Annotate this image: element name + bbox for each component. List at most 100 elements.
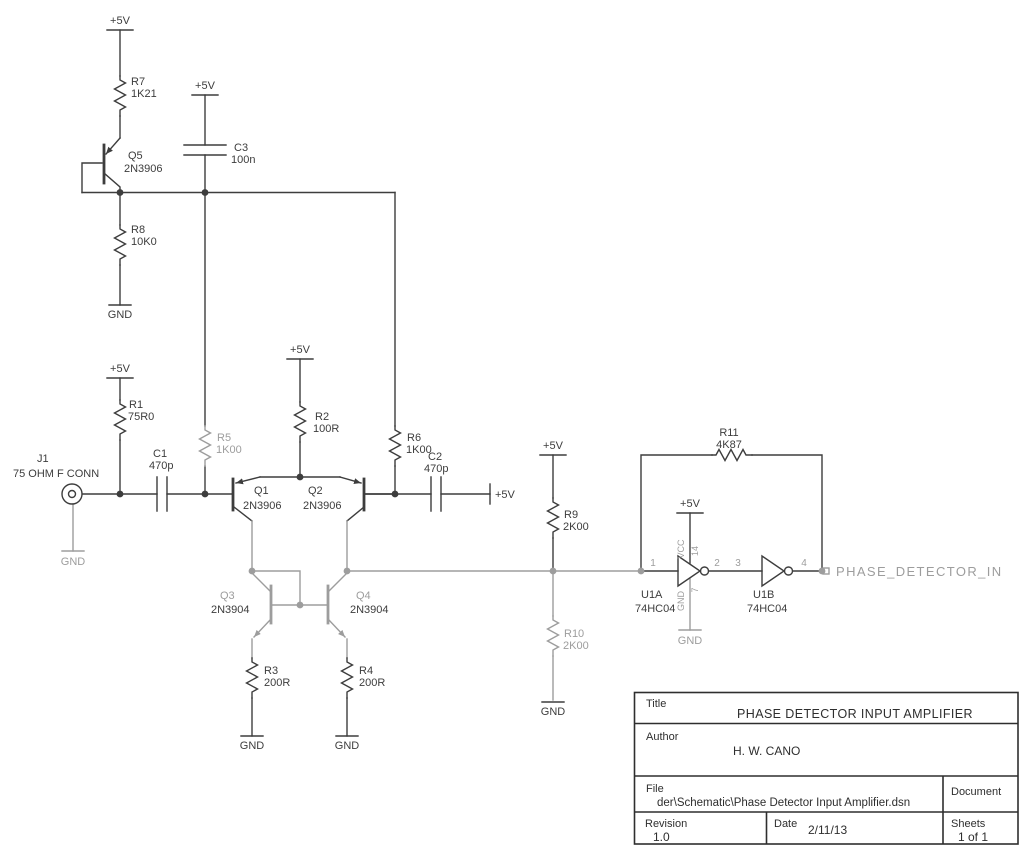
r2-ref: R2 xyxy=(315,411,329,423)
r9-ref: R9 xyxy=(564,509,578,521)
resistor-r2 xyxy=(293,401,307,443)
net-label-phase-detector-in: PHASE_DETECTOR_IN xyxy=(836,564,1003,579)
u1a-vcc-label: VCC xyxy=(676,539,686,559)
pin-labels: 1 2 3 4 VCC 14 GND 7 PHASE_DETECTOR_IN xyxy=(650,539,1003,612)
feedback-wire xyxy=(640,454,713,572)
q5-emitter xyxy=(105,137,121,155)
power-label: +5V xyxy=(195,80,216,92)
q1-ref: Q1 xyxy=(254,485,269,497)
junction-dot xyxy=(201,189,209,196)
u1a-pin-in: 1 xyxy=(650,558,656,569)
r5-ref: R5 xyxy=(217,432,231,444)
r10-ref: R10 xyxy=(564,628,584,640)
u1b-pin-in: 3 xyxy=(735,558,741,569)
j1-desc: 75 OHM F CONN xyxy=(13,468,99,480)
r7-value: 1K21 xyxy=(131,88,157,100)
inverters xyxy=(677,554,830,588)
resistor-r10 xyxy=(546,615,560,657)
capacitors xyxy=(156,144,442,512)
junction-dot xyxy=(637,567,645,575)
u1b-part: 74HC04 xyxy=(747,603,787,615)
r3-value: 200R xyxy=(264,677,290,689)
c2-value: 470p xyxy=(424,463,448,475)
file-label: File xyxy=(646,783,664,795)
power-label: +5V xyxy=(680,498,701,510)
wires-dark xyxy=(81,29,824,737)
r4-value: 200R xyxy=(359,677,385,689)
revision-value: 1.0 xyxy=(653,830,670,844)
power-label: +5V xyxy=(543,440,564,452)
junctions xyxy=(116,189,826,609)
resistor-r4 xyxy=(340,657,354,699)
q2-collector-wire xyxy=(346,506,365,522)
q3-emitter xyxy=(253,618,272,638)
c3-value: 100n xyxy=(231,154,255,166)
title-block-border xyxy=(633,691,1019,845)
q4-ref: Q4 xyxy=(356,590,371,602)
junction-dot xyxy=(343,567,351,575)
resistor-r3 xyxy=(245,657,259,699)
u1b-bubble xyxy=(783,566,794,576)
q5-collector-wire xyxy=(103,172,121,194)
u1a-bubble xyxy=(699,566,710,576)
q4-collector-wire xyxy=(328,572,348,592)
junction-dot xyxy=(818,567,826,575)
power-label: +5V xyxy=(290,344,311,356)
gnd-label: GND xyxy=(61,556,86,568)
wires-gray xyxy=(72,503,691,701)
r11-value: 4K87 xyxy=(716,439,742,451)
r3-ref: R3 xyxy=(264,665,278,677)
q2-emitter xyxy=(339,476,362,484)
power-label: +5V xyxy=(110,15,131,27)
connector-j1 xyxy=(61,483,83,505)
coax-outer xyxy=(61,483,83,505)
ground-symbols: GND GND GND GND GND GND xyxy=(61,304,702,752)
r11-ref: R11 xyxy=(719,427,738,439)
r1-ref: R1 xyxy=(129,399,143,411)
u1a-pin-out: 2 xyxy=(714,558,720,569)
gnd-label: GND xyxy=(108,309,133,321)
power-symbols: +5V +5V +5V +5V +5V +5V +5V xyxy=(106,15,704,514)
author-value: H. W. CANO xyxy=(733,744,800,758)
junction-dot xyxy=(296,473,304,481)
q2-ref: Q2 xyxy=(308,485,323,497)
power-label: +5V xyxy=(110,363,131,375)
r8-ref: R8 xyxy=(131,224,145,236)
gnd-label: GND xyxy=(335,740,360,752)
r6-ref: R6 xyxy=(407,432,421,444)
c3-ref: C3 xyxy=(234,142,248,154)
resistor-r6 xyxy=(388,425,402,467)
resistor-r1 xyxy=(113,399,127,441)
title-block: Title PHASE DETECTOR INPUT AMPLIFIER Aut… xyxy=(633,691,1019,845)
c1-value: 470p xyxy=(149,460,173,472)
feedback-wire xyxy=(751,454,823,572)
junction-dot xyxy=(296,601,304,609)
author-label: Author xyxy=(646,731,679,743)
schematic-title: PHASE DETECTOR INPUT AMPLIFIER xyxy=(737,707,973,721)
coax-inner xyxy=(67,489,77,499)
u1a-gnd-label: GND xyxy=(676,591,686,612)
sheets-label: Sheets xyxy=(951,818,986,830)
power-label: +5V xyxy=(495,489,516,501)
q4-part: 2N3904 xyxy=(350,604,389,616)
sheets-value: 1 of 1 xyxy=(958,830,988,844)
junction-dot xyxy=(549,567,557,575)
junction-dot xyxy=(116,189,124,196)
u1a-pin-vcc: 14 xyxy=(690,546,700,556)
q4-emitter xyxy=(327,618,346,638)
r6-value: 1K00 xyxy=(406,444,432,456)
c2-ref: C2 xyxy=(428,451,442,463)
junction-dot xyxy=(201,490,209,498)
document-label: Document xyxy=(951,786,1001,798)
r9-value: 2K00 xyxy=(563,521,589,533)
u1a-part: 74HC04 xyxy=(635,603,675,615)
u1a-triangle xyxy=(677,554,702,588)
r4-ref: R4 xyxy=(359,665,373,677)
junction-dot xyxy=(248,567,256,575)
r8-value: 10K0 xyxy=(131,236,157,248)
q2-part: 2N3906 xyxy=(303,500,342,512)
resistor-r5 xyxy=(198,425,212,467)
q1-part: 2N3906 xyxy=(243,500,282,512)
q1-collector-wire xyxy=(233,506,253,522)
